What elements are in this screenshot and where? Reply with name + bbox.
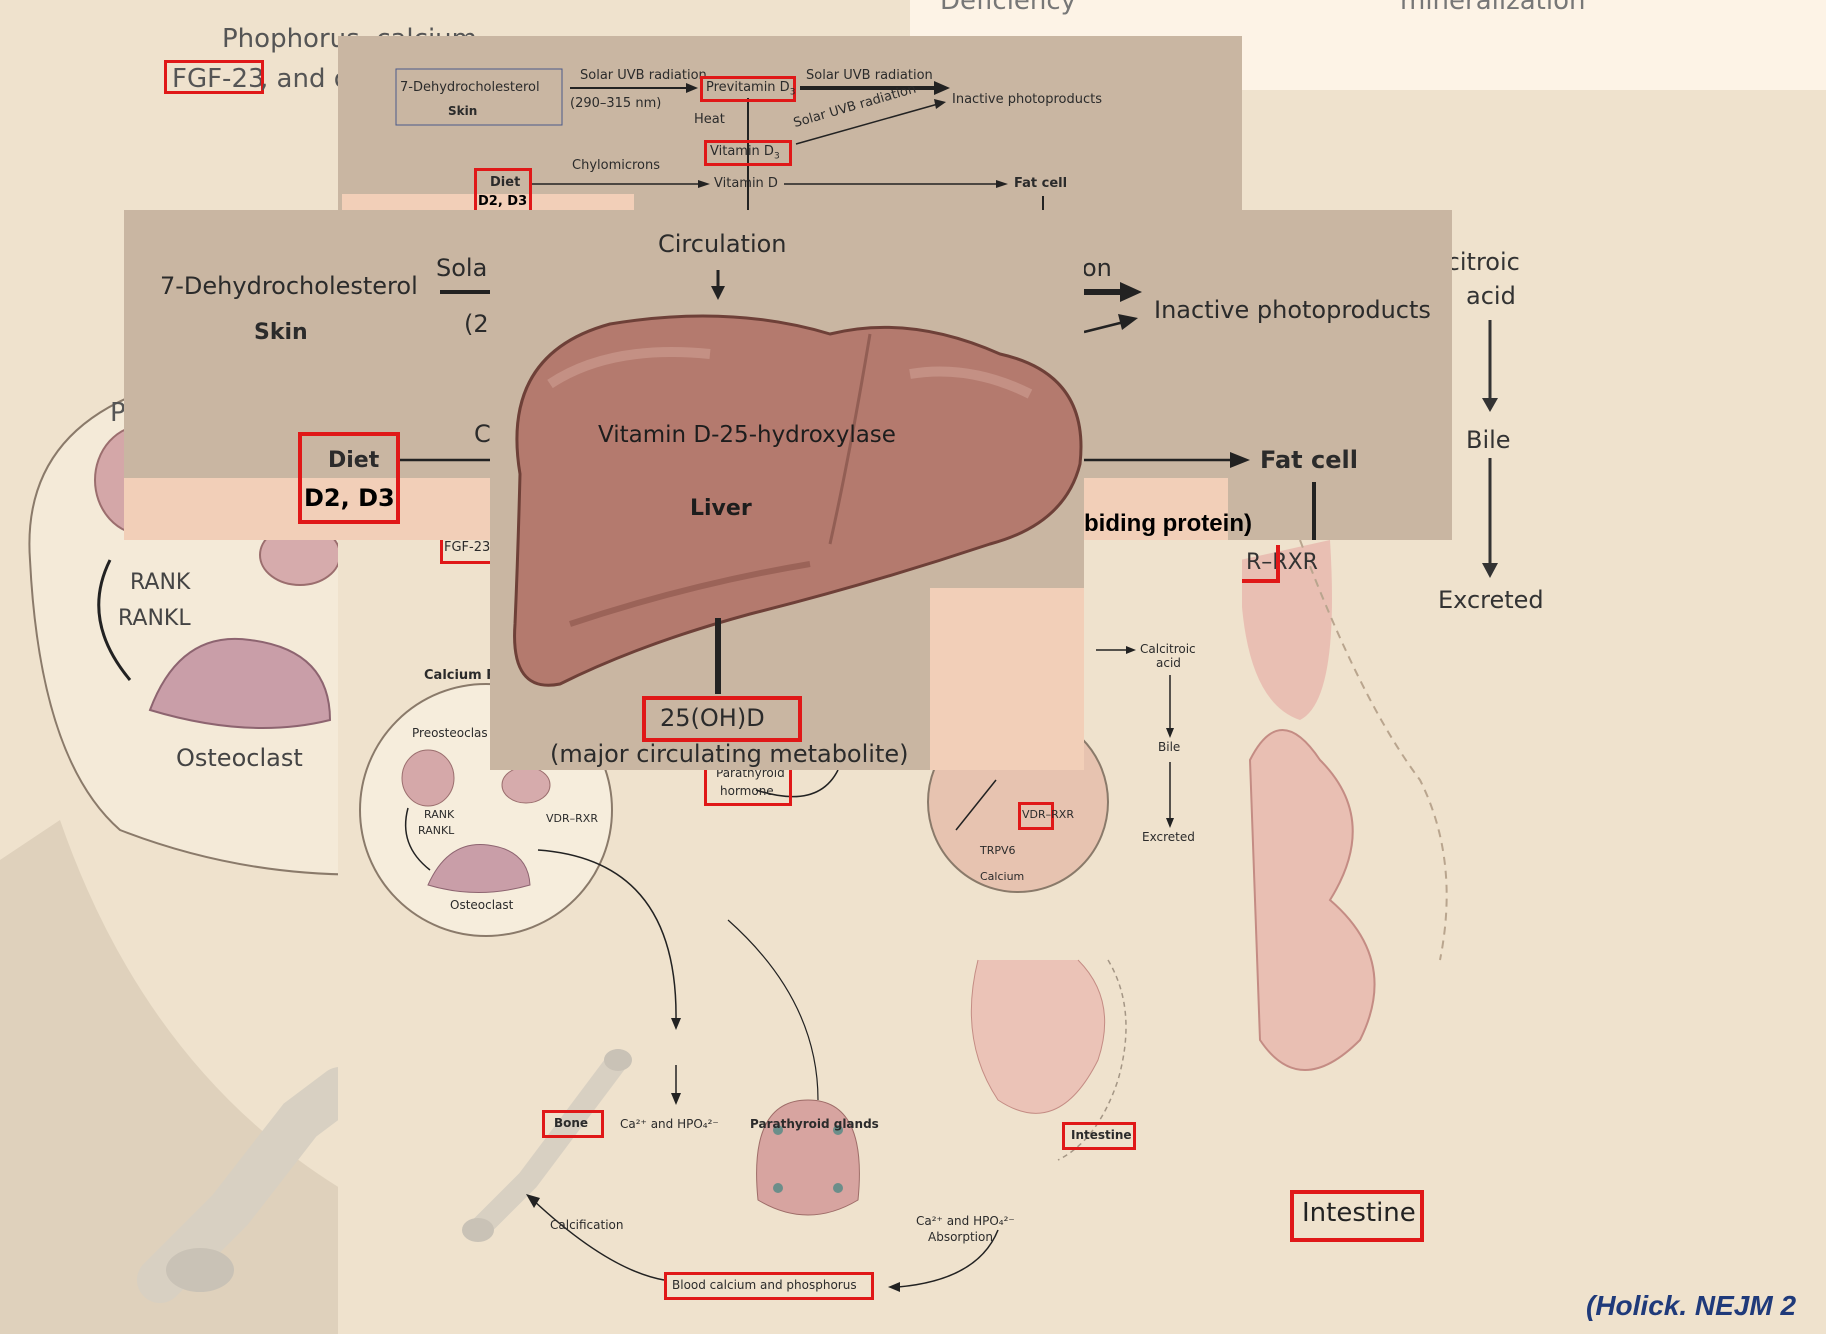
bg-excreted-label: Excreted — [1438, 586, 1544, 614]
liver-metabolite-label: 25(OH)D — [660, 704, 765, 732]
main-fgf23-label: FGF-23 — [444, 540, 490, 555]
zoomed-fat-cell-label: Fat cell — [1260, 446, 1358, 474]
main-acid-label: acid — [1156, 656, 1181, 670]
bg-fgf23-highlight — [164, 60, 264, 94]
main-calcitroic-label: Calcitroic — [1140, 642, 1196, 656]
top-skin-label: Skin — [448, 104, 477, 118]
zoomed-dehydro-label: 7-Dehydrocholesterol — [160, 272, 418, 300]
zoomed-on-label: on — [1082, 254, 1112, 282]
main-blood-label: Blood calcium and phosphorus — [672, 1278, 857, 1292]
liver-organ-label: Liver — [690, 496, 752, 521]
main-parathyroid-glands-label: Parathyroid glands — [750, 1117, 879, 1131]
bg-vdr-rxr-highlight — [1242, 545, 1280, 583]
main-osteoclast-label: Osteoclast — [450, 898, 513, 912]
liver-circulation-label: Circulation — [658, 230, 787, 258]
zoomed-d2d3-label: D2, D3 — [304, 484, 395, 512]
bg-osteoclast-label: Osteoclast — [176, 744, 303, 772]
main-absorption-label-1: Ca²⁺ and HPO₄²⁻ — [916, 1214, 1015, 1228]
bg-intestine-label: Intestine — [1302, 1198, 1416, 1228]
liver-illustration — [490, 224, 1084, 770]
top-heat-label: Heat — [694, 112, 725, 127]
main-preosteoclast-label: Preosteoclas — [412, 726, 488, 740]
bg-rankl-label: RANKL — [118, 606, 191, 631]
zoomed-c-label: C — [474, 420, 491, 448]
top-solar-uvb-1: Solar UVB radiation — [580, 68, 707, 83]
liver-panel: Circulation Vitamin D-25-hydroxylase Liv… — [490, 224, 1084, 770]
main-vdr-rxr-label: VDR–RXR — [546, 812, 598, 825]
main-trpv6-label: TRPV6 — [980, 844, 1016, 857]
main-calcium-label: Calcium — [980, 870, 1024, 883]
bg-phosphorus-text-2: , and o — [260, 64, 350, 94]
top-d2d3-label: D2, D3 — [478, 194, 527, 209]
main-ca-hpo4-label: Ca²⁺ and HPO₄²⁻ — [620, 1117, 719, 1131]
zoomed-diet-label: Diet — [328, 448, 379, 473]
main-vdr-rxr-2-label: VDR–RXR — [1022, 808, 1074, 821]
main-rank-label: RANK — [424, 808, 454, 821]
main-excreted-label: Excreted — [1142, 830, 1195, 844]
top-dehydro-label: 7-Dehydrocholesterol — [400, 80, 540, 95]
main-parathyroid-hormone-2: hormone — [720, 784, 774, 798]
top-wavelength-label: (290–315 nm) — [570, 96, 661, 111]
top-fat-cell-label: Fat cell — [1014, 176, 1067, 191]
top-chylomicrons-label: Chylomicrons — [572, 158, 660, 173]
zoomed-skin-label: Skin — [254, 320, 308, 345]
main-absorption-label-2: Absorption — [928, 1230, 993, 1244]
bg-acid-label: acid — [1466, 282, 1516, 310]
main-calcium-r-label: Calcium R — [424, 668, 496, 683]
top-vitamin-d3-label: Vitamin D3 — [710, 144, 780, 162]
zoomed-binding-protein-label: biding protein) — [1084, 510, 1252, 538]
liver-metabolite-note: (major circulating metabolite) — [550, 740, 909, 768]
zoomed-sola-label: Sola — [436, 254, 487, 282]
liver-enzyme-label: Vitamin D-25-hydroxylase — [598, 422, 896, 448]
top-vitamin-d-label: Vitamin D — [714, 176, 778, 191]
top-diet-label: Diet — [490, 175, 520, 190]
main-rankl-label: RANKL — [418, 824, 454, 837]
main-calcification-label: Calcification — [550, 1218, 624, 1232]
top-previtamin-label: Previtamin D3 — [706, 80, 795, 98]
zoomed-inactive-label: Inactive photoproducts — [1154, 296, 1431, 324]
main-intestine-label: Intestine — [1071, 1128, 1132, 1142]
bg-rank-label: RANK — [130, 570, 190, 595]
bg-bile-label: Bile — [1466, 426, 1511, 454]
citation-text: (Holick. NEJM 2 — [1586, 1290, 1796, 1322]
top-diagram-panel: 7-Dehydrocholesterol Skin Solar UVB radi… — [338, 36, 1242, 216]
main-bile-label: Bile — [1158, 740, 1180, 754]
zoomed-paren-label: (2 — [464, 310, 489, 338]
main-bone-label: Bone — [554, 1116, 588, 1130]
top-inactive-label: Inactive photoproducts — [952, 92, 1102, 107]
